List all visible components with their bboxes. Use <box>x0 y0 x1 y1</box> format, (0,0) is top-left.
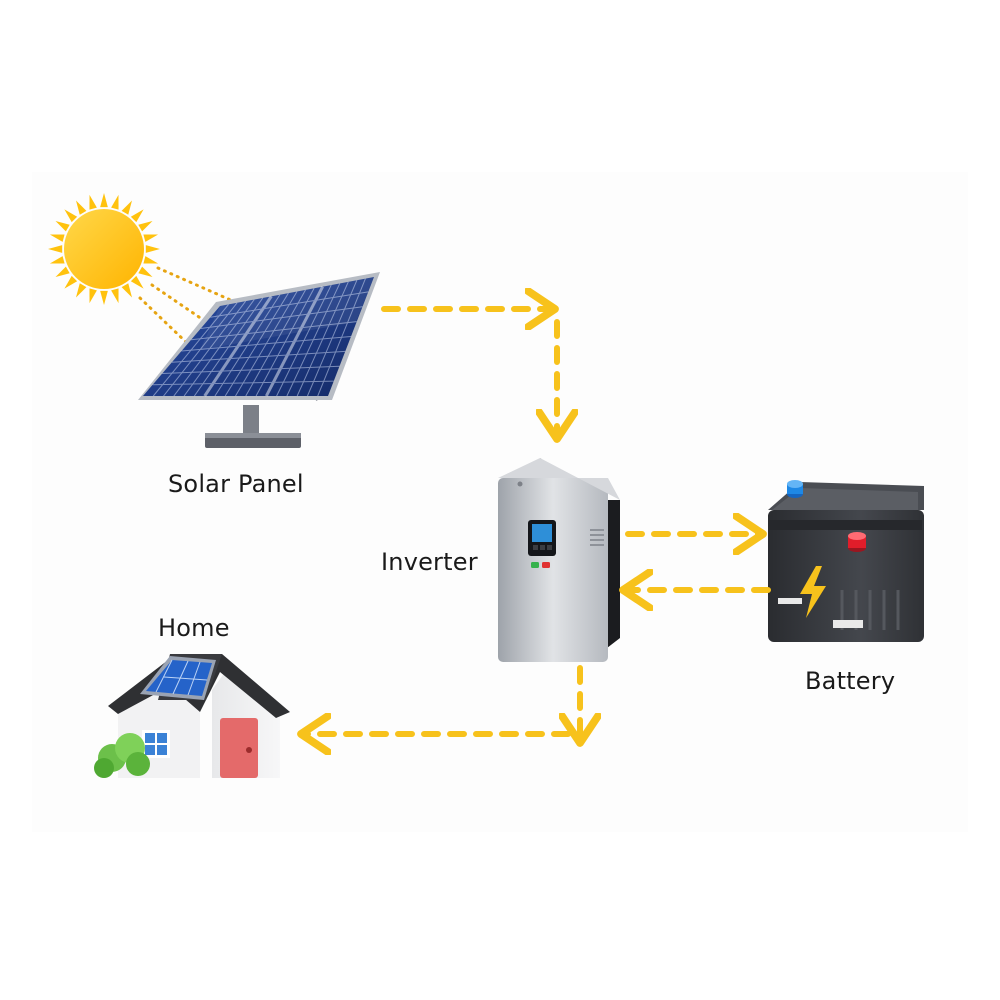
home-icon <box>94 654 290 778</box>
energy-flow-arrows <box>304 309 771 740</box>
solar-panel-icon <box>138 272 380 448</box>
label-battery: Battery <box>805 667 896 695</box>
label-home: Home <box>158 614 230 642</box>
sun-icon <box>48 193 160 305</box>
battery-icon <box>768 480 924 642</box>
inverter-icon <box>498 458 620 662</box>
label-inverter: Inverter <box>381 548 478 576</box>
label-solar-panel: Solar Panel <box>168 470 304 498</box>
